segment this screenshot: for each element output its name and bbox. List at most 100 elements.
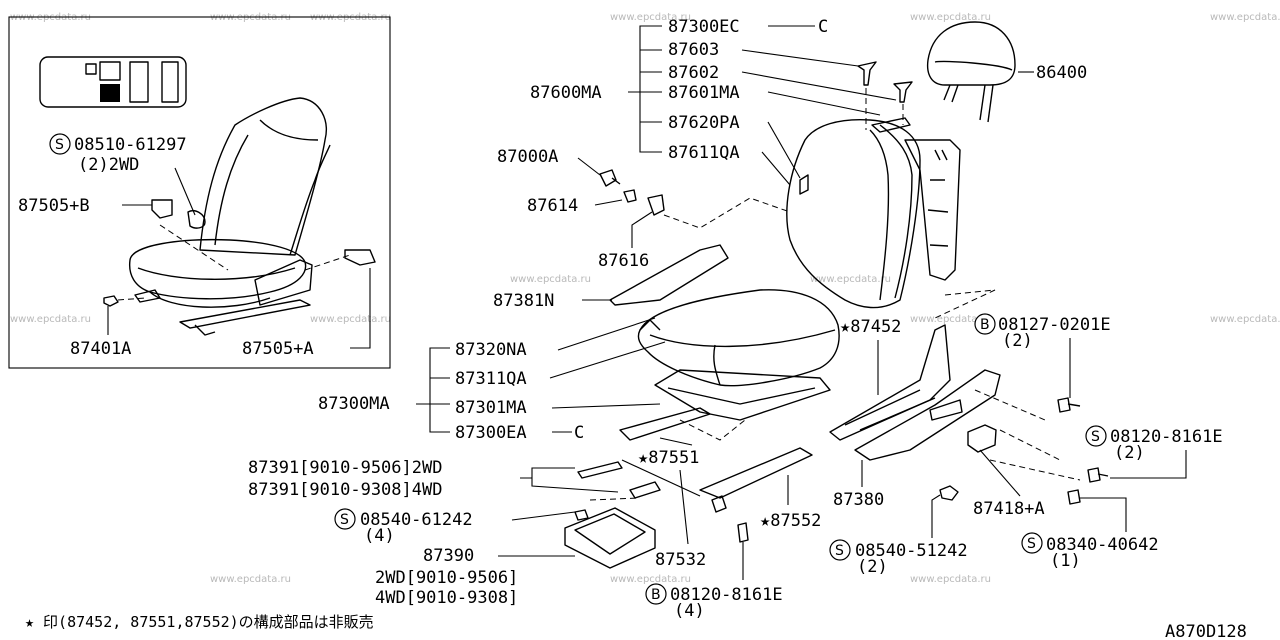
rail-cover-87391-2wd [577, 461, 623, 479]
label-2wd-range: 2WD[9010-9506] [375, 568, 518, 588]
label-08540-61242: 08540-61242 [360, 510, 473, 530]
label-08127-qty: (2) [1002, 331, 1033, 351]
label-87391-4wd: 87391[9010-9308]4WD [248, 480, 442, 500]
car-locator-icon [39, 56, 187, 108]
circle-letter: S [55, 137, 64, 153]
diagram-code: A870D128 [1165, 622, 1247, 640]
label-87551: ★87551 [638, 448, 699, 468]
circle-letter: S [1027, 536, 1036, 552]
watermark: www.epcdata.ru [910, 12, 991, 23]
watermark: www.epcdata.ru [910, 574, 991, 585]
circle-letter: S [1091, 429, 1100, 445]
label-87620pa: 87620PA [668, 113, 740, 133]
circle-letter: S [835, 543, 844, 559]
label-87505b: 87505+B [18, 196, 90, 216]
slide-rail-87552 [699, 447, 813, 499]
circle-letter: B [980, 317, 990, 333]
label-87000a: 87000A [497, 147, 558, 167]
label-87380: 87380 [833, 490, 884, 510]
watermark: www.epcdata.ru [910, 314, 991, 325]
label-87300ec: 87300EC [668, 17, 740, 37]
trim-clip-87603 [857, 61, 877, 86]
screw-08340 [1067, 489, 1081, 505]
screw-circle-marker [829, 539, 851, 561]
label-87603: 87603 [668, 40, 719, 60]
watermark: www.epcdata.ru [10, 314, 91, 325]
label-87300ma: 87300MA [318, 394, 390, 414]
label-08510-qty: (2)2WD [78, 155, 139, 175]
screw-circle-marker [1085, 425, 1107, 447]
label-08120-a-qty: (2) [1114, 443, 1145, 463]
seat-cushion-drawing [637, 289, 840, 421]
label-87601ma: 87601MA [668, 83, 740, 103]
rail-cover-87391-4wd [629, 481, 661, 499]
label-87616: 87616 [598, 251, 649, 271]
label-87300ea: 87300EA [455, 423, 527, 443]
watermark: www.epcdata.ru [210, 574, 291, 585]
label-87381n: 87381N [493, 291, 554, 311]
recliner-knob-87418 [967, 424, 997, 453]
label-87452: ★87452 [840, 317, 901, 337]
label-87614: 87614 [527, 196, 578, 216]
trim-clip-87602 [893, 81, 913, 103]
screw-circle-marker [49, 133, 71, 155]
label-87611qa: 87611QA [668, 143, 740, 163]
seat-bracket-87380 [854, 369, 1001, 461]
label-08540-a-qty: (4) [364, 526, 395, 546]
watermark: www.epcdata.ru [1210, 314, 1280, 325]
watermark: www.epcdata.ru [810, 274, 891, 285]
label-87391-2wd: 87391[9010-9506]2WD [248, 458, 442, 478]
watermark: www.epcdata.ru [610, 574, 691, 585]
screw-08120 [1087, 467, 1109, 483]
watermark: www.epcdata.ru [510, 274, 591, 285]
label-08340-qty: (1) [1050, 551, 1081, 571]
tray-87390 [564, 507, 656, 569]
bolt-circle-marker [645, 583, 667, 605]
wire-87532 [621, 459, 701, 497]
label-08127-0201e: 08127-0201E [998, 315, 1111, 335]
circle-letter: S [340, 512, 349, 528]
footnote: ★ 印(87452, 87551,87552)の構成部品は非販売 [25, 613, 374, 631]
side-cover-87381n [609, 244, 729, 306]
label-87390: 87390 [423, 546, 474, 566]
bolt-08127 [1057, 397, 1081, 413]
watermark: www.epcdata.ru [610, 12, 691, 23]
watermark: www.epcdata.ru [1210, 12, 1280, 23]
recliner-87452 [829, 324, 951, 441]
bolt-08120-bottom [737, 522, 749, 543]
label-87320na: 87320NA [455, 340, 527, 360]
circle-letter-c: C [818, 17, 828, 37]
bolt-87000a [599, 169, 621, 187]
screw-circle-marker [1021, 532, 1043, 554]
screw-circle-marker [334, 508, 356, 530]
inset-frame [8, 16, 391, 369]
label-08540-51242: 08540-51242 [855, 541, 968, 561]
label-08120-b-qty: (4) [674, 601, 705, 621]
label-08120-8161e-a: 08120-8161E [1110, 427, 1223, 447]
label-87552: ★87552 [760, 511, 821, 531]
circle-letter-c: C [574, 423, 584, 443]
headrest-drawing [926, 21, 1016, 123]
screw-08540-b [939, 485, 959, 501]
seat-back-drawing [786, 118, 961, 309]
label-87301ma: 87301MA [455, 398, 527, 418]
circle-letter: B [651, 587, 661, 603]
label-08340-40642: 08340-40642 [1046, 535, 1159, 555]
label-87532: 87532 [655, 550, 706, 570]
seat-assembly-inset-drawing [103, 97, 376, 336]
label-87600ma: 87600MA [530, 83, 602, 103]
label-87401a: 87401A [70, 339, 131, 359]
label-08510-61297: 08510-61297 [74, 135, 187, 155]
label-86400: 86400 [1036, 63, 1087, 83]
bolt-circle-marker [974, 313, 996, 335]
clip-87614 [623, 189, 637, 203]
label-08120-8161e-b: 08120-8161E [670, 585, 783, 605]
label-08540-b-qty: (2) [857, 557, 888, 577]
label-87505a: 87505+A [242, 339, 314, 359]
watermark: www.epcdata.ru [310, 314, 391, 325]
label-4wd-range: 4WD[9010-9308] [375, 588, 518, 608]
label-87418: 87418+A [973, 499, 1045, 519]
label-87602: 87602 [668, 63, 719, 83]
bracket-87616-part [647, 194, 665, 216]
